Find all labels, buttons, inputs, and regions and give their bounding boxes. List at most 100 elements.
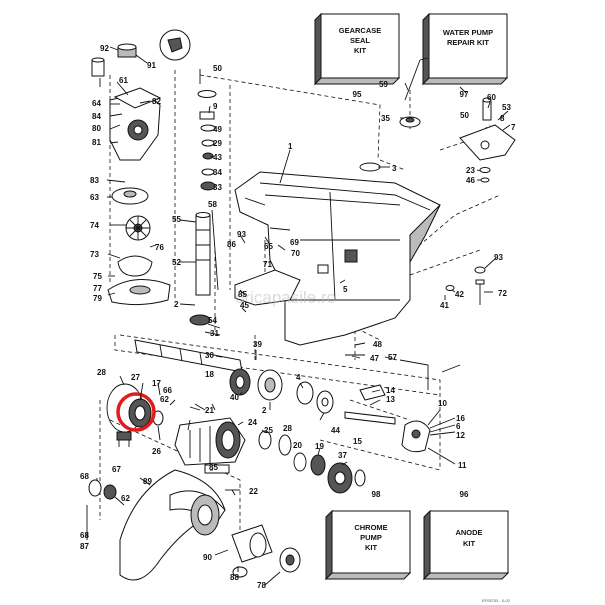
callout-30: 30	[205, 351, 214, 360]
callout-68: 68	[80, 472, 89, 481]
callout-59: 59	[379, 80, 388, 89]
callout-70: 70	[291, 249, 300, 258]
callout-6: 6	[456, 422, 461, 431]
impeller-plate-63[interactable]	[111, 187, 149, 205]
callout-47: 47	[370, 354, 379, 363]
callout-37: 37	[338, 451, 347, 460]
gearcase-seal-kit[interactable]: GEARCASE SEAL KIT	[313, 12, 401, 86]
callout-74: 74	[90, 221, 99, 230]
oring-20[interactable]	[293, 452, 307, 472]
gear-37[interactable]	[327, 462, 353, 494]
callout-64: 64	[92, 99, 101, 108]
callout-1: 1	[288, 142, 293, 151]
bushing-90[interactable]	[231, 524, 273, 563]
tool-icon-inset	[116, 431, 132, 447]
washer-44[interactable]	[316, 390, 334, 414]
callout-48: 48	[373, 340, 382, 349]
callout-91: 91	[147, 61, 156, 70]
watermark: oricapasile.ro	[235, 288, 336, 307]
shaft-58[interactable]	[211, 209, 219, 291]
water-tube-60[interactable]	[482, 97, 492, 121]
inset-circle-fitting[interactable]	[159, 29, 191, 61]
callout-3: 3	[392, 164, 397, 173]
hub-78[interactable]	[279, 547, 301, 573]
propeller-shaft-18[interactable]	[134, 339, 243, 373]
callout-88: 88	[230, 573, 239, 582]
callout-20: 20	[293, 441, 302, 450]
callout-84: 84	[92, 112, 101, 121]
screw-72[interactable]	[475, 279, 485, 305]
oring-3[interactable]	[359, 162, 381, 172]
bearing-19[interactable]	[310, 454, 326, 476]
o-ring-73[interactable]	[117, 255, 153, 277]
callout-44: 44	[331, 426, 340, 435]
anode-93[interactable]	[474, 266, 486, 274]
callout-69: 69	[290, 238, 299, 247]
washer-stack[interactable]	[197, 90, 217, 191]
pump-base-77[interactable]	[107, 279, 171, 306]
callout-67: 67	[112, 465, 121, 474]
callout-49: 49	[213, 125, 222, 134]
retainer-28[interactable]	[278, 434, 292, 456]
pin-15[interactable]	[344, 411, 396, 425]
shift-arm-57[interactable]	[399, 359, 429, 390]
anode-kit[interactable]: ANODE KIT	[422, 509, 510, 581]
bushing-35[interactable]	[399, 116, 421, 128]
shift-rod-59[interactable]	[404, 57, 429, 101]
chrome-pump-kit-line2: PUMP	[360, 533, 382, 542]
chrome-pump-kit-line1: CHROME	[354, 523, 387, 532]
callout-85b: 85	[209, 463, 218, 472]
water-pump-kit[interactable]: WATER PUMP REPAIR KIT	[421, 12, 509, 86]
callout-68b: 68	[80, 531, 89, 540]
washer-88[interactable]	[232, 566, 248, 578]
gearcase-seal-kit-line1: GEARCASE	[339, 26, 382, 35]
washer-38[interactable]	[354, 469, 366, 487]
water-pump-housing-81[interactable]	[109, 91, 161, 161]
screw-42[interactable]	[445, 285, 455, 291]
callout-93b: 93	[494, 253, 503, 262]
gear-40[interactable]	[229, 368, 251, 396]
callout-79: 79	[93, 294, 102, 303]
washer-4[interactable]	[296, 381, 314, 405]
callout-75: 75	[93, 272, 102, 281]
callout-81: 81	[92, 138, 101, 147]
tube-92[interactable]	[91, 57, 105, 77]
grommet-23[interactable]	[479, 167, 491, 183]
callout-8: 8	[500, 114, 505, 123]
callout-numbers: 92 91 61 82 64 84 80 81 83 63 74 76 73 7…	[80, 44, 516, 590]
callout-43: 43	[213, 153, 222, 162]
water-pump-kit-line1: WATER PUMP	[443, 28, 493, 37]
seal-27[interactable]	[128, 398, 152, 428]
gearcase-housing[interactable]	[234, 171, 441, 346]
washer-67[interactable]	[88, 479, 102, 497]
impeller-74[interactable]	[125, 215, 151, 241]
callout-9: 9	[213, 102, 218, 111]
cradle-14[interactable]	[359, 384, 386, 401]
pinion-54[interactable]	[189, 314, 211, 326]
spacer-85[interactable]	[204, 464, 230, 474]
callout-62b: 62	[121, 494, 130, 503]
chrome-pump-kit-number: 98	[372, 490, 381, 499]
cavitation-plate[interactable]	[234, 269, 301, 306]
callout-26: 26	[152, 447, 161, 456]
callout-13: 13	[386, 395, 395, 404]
propeller-89[interactable]	[119, 469, 226, 581]
callout-50b: 50	[460, 111, 469, 120]
pump-cover-46[interactable]	[459, 124, 516, 161]
grommet-91[interactable]	[117, 43, 137, 58]
shift-lever-10[interactable]	[401, 420, 431, 453]
callout-80: 80	[92, 124, 101, 133]
callout-65: 65	[264, 242, 273, 251]
bearing-25[interactable]	[258, 430, 272, 450]
drive-shaft-52[interactable]	[195, 212, 211, 296]
red-highlight-ring	[116, 392, 156, 432]
callout-11: 11	[458, 461, 467, 470]
nut-62[interactable]	[103, 484, 117, 500]
bearing-housing-24[interactable]	[174, 417, 246, 466]
water-pump-kit-number: 97	[460, 90, 469, 99]
callout-54: 54	[208, 316, 217, 325]
callout-33: 33	[213, 183, 222, 192]
chrome-pump-kit[interactable]: CHROME PUMP KIT	[324, 509, 412, 581]
gear-2[interactable]	[257, 369, 283, 401]
